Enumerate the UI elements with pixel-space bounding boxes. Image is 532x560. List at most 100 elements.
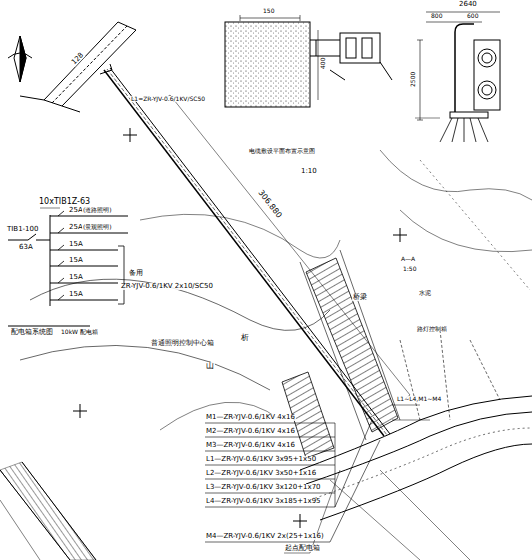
drawing-label: 备用 [128, 270, 144, 277]
drawing-label: M2—ZR-YJV-0.6/1KV 4x16 [205, 428, 296, 435]
drawing-stroke [20, 36, 26, 82]
drawing-stroke [20, 345, 270, 390]
drawing-label: TIB1-100 [6, 226, 39, 233]
drawing-stroke [8, 240, 28, 241]
drawing-label: 10xTIB1Z-63 [38, 198, 91, 206]
drawing-stroke [300, 250, 400, 440]
drawing-stroke [293, 514, 307, 528]
drawing-stroke [107, 69, 387, 435]
drawing-stroke [340, 33, 380, 63]
drawing-label: A—A [400, 256, 416, 262]
drawing-label: L1~L4,M1~M4 [396, 396, 442, 402]
drawing-stroke [205, 423, 335, 507]
drawing-label: 1:10 [300, 168, 318, 175]
drawing-label: 普通照明控制中心箱 [150, 340, 215, 347]
drawing-stroke [415, 118, 440, 119]
drawing-stroke [478, 49, 496, 67]
drawing-stroke [393, 228, 407, 242]
drawing-stroke [225, 22, 310, 107]
drawing-label: 1:50 [402, 266, 417, 272]
drawing-stroke [100, 64, 112, 74]
drawing-stroke [400, 330, 500, 420]
drawing-label: L4—ZR-YJV-0.6/1KV 3x185+1x95 [205, 498, 322, 505]
drawing-label: 桥梁 [352, 294, 368, 301]
drawing-stroke [104, 70, 384, 436]
drawing-stroke [50, 216, 128, 300]
drawing-stroke [440, 118, 488, 142]
drawing-label: 15A [68, 291, 84, 298]
drawing-label: 15A [68, 274, 84, 281]
drawing-label: 2500 [410, 71, 416, 88]
drawing-label: L1=ZR-YJV-0.6/1KV/SC50 [130, 96, 206, 102]
drawing-label: 路灯控制箱 [416, 326, 448, 332]
drawing-label: 800 [430, 13, 443, 19]
drawing-stroke [380, 150, 532, 200]
drawing-stroke [8, 53, 32, 58]
drawing-label: 析 [240, 334, 250, 342]
drawing-stroke [482, 53, 492, 63]
drawing-stroke [123, 128, 137, 142]
drawing-stroke [310, 40, 340, 56]
drawing-label: 15A [68, 257, 84, 264]
drawing-stroke [0, 500, 40, 560]
drawing-stroke [306, 412, 532, 484]
drawing-stroke [346, 38, 356, 58]
drawing-stroke [170, 95, 410, 395]
drawing-stroke [44, 22, 118, 100]
drawing-label: L1—ZR-YJV-0.6/1KV 3x95+1x50 [205, 456, 317, 463]
drawing-stroke [417, 40, 423, 120]
drawing-stroke [14, 36, 26, 82]
drawing-stroke [474, 40, 500, 110]
drawing-label: L3—ZR-YJV-0.6/1KV 3x120+1x70 [205, 484, 322, 491]
drawing-stroke [478, 81, 496, 99]
drawing-label: M3—ZR-YJV-0.6/1KV 4x16 [205, 442, 296, 449]
drawing-label: 起点配电箱 [284, 545, 321, 552]
drawing-label: 山 [205, 362, 215, 370]
drawing-stroke [284, 470, 340, 553]
drawing-label: 配电箱系统图 [10, 329, 54, 336]
drawing-stroke [362, 38, 372, 58]
drawing-stroke [73, 404, 87, 418]
drawing-label: (景观照明) [82, 224, 113, 230]
drawing-stroke [52, 26, 127, 103]
drawing-stroke [0, 462, 96, 560]
drawing-stroke [0, 12, 532, 560]
drawing-stroke [50, 215, 51, 306]
drawing-label: M1—ZR-YJV-0.6/1KV 4x16 [205, 414, 296, 421]
drawing-stroke [330, 62, 392, 80]
drawing-stroke [330, 470, 470, 560]
drawing-stroke [62, 30, 136, 106]
drawing-stroke [240, 15, 300, 21]
drawing-label: 600 [466, 13, 479, 19]
drawing-label: 10kW 配电箱 [60, 329, 99, 335]
drawing-stroke [0, 462, 96, 560]
drawing-stroke [400, 210, 532, 252]
drawing-label: 306.880 [255, 188, 283, 221]
drawing-stroke [30, 279, 330, 330]
drawing-stroke [8, 326, 90, 327]
drawing-stroke [455, 24, 474, 112]
drawing-label: L2—ZR-YJV-0.6/1KV 3x50+1x16 [205, 470, 317, 477]
drawing-stroke [392, 405, 430, 420]
drawing-stroke [20, 96, 80, 112]
drawing-stroke [318, 30, 319, 100]
drawing-stroke [40, 208, 60, 209]
drawing-label: 电缆敷设平面布置示意图 [248, 148, 316, 154]
drawing-label: 2640 [458, 1, 478, 8]
drawing-stroke [320, 444, 532, 520]
drawing-label: 400 [320, 57, 326, 70]
drawing-label: ZR-YJV-0.6/1KV 2x10/SC50 [120, 283, 214, 290]
drawing-stroke [450, 112, 488, 118]
drawing-stroke [420, 160, 530, 290]
drawing-label: 63A [18, 244, 34, 251]
drawing-stroke [205, 440, 380, 542]
drawing-stroke [310, 428, 532, 500]
drawing-label: 150 [262, 8, 275, 14]
drawing-stroke [482, 85, 492, 95]
drawing-stroke [118, 246, 124, 304]
drawing-stroke [28, 234, 36, 240]
drawing-label: 水泥 [418, 290, 432, 296]
drawing-label: (道路照明) [82, 207, 113, 213]
drawing-label: 15A [68, 241, 84, 248]
